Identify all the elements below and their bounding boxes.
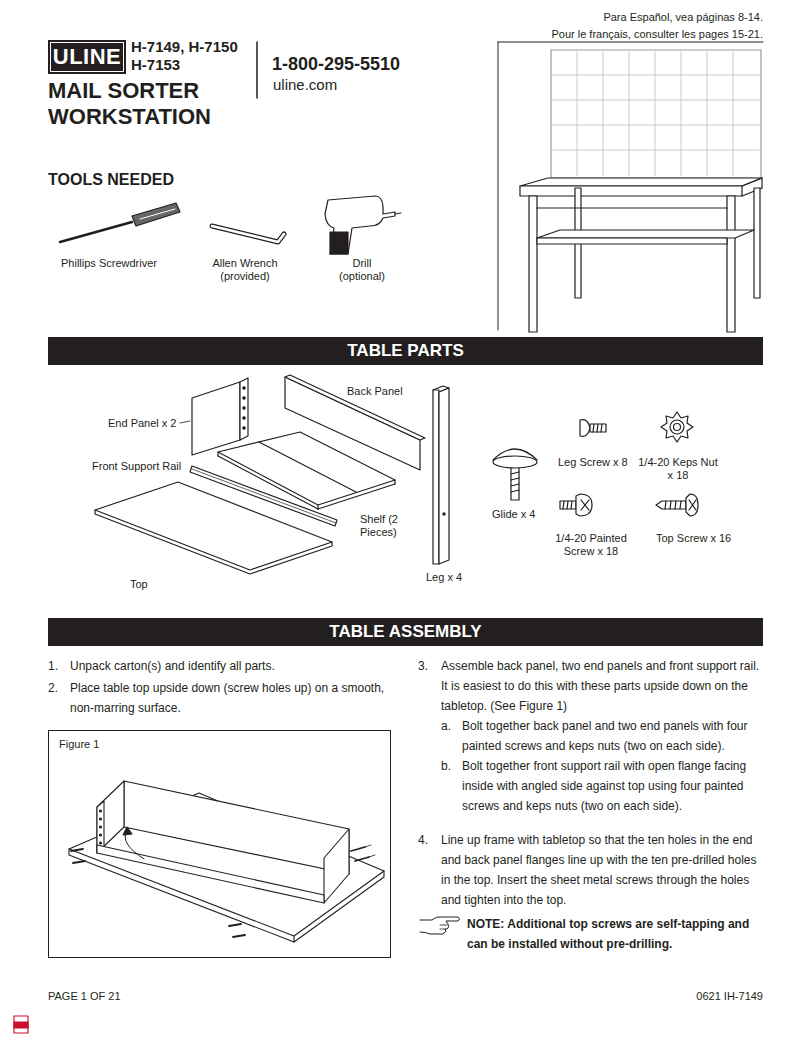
part-label: Top Screw x 16 — [656, 532, 746, 545]
end-panel-part — [180, 378, 248, 455]
part-label: Back Panel — [347, 385, 427, 398]
step-text: Place table top upside down (screw holes… — [70, 678, 392, 718]
tool-label: Phillips Screwdriver — [49, 257, 169, 270]
part-label: Glide x 4 — [492, 508, 552, 521]
part-label: Shelf (2 Pieces) — [360, 513, 420, 539]
part-label: 1/4-20 Keps Nut x 18 — [635, 456, 721, 482]
note-hand-icon — [420, 917, 460, 935]
model-number: H-7153 — [131, 56, 256, 74]
part-label: Front Support Rail — [92, 460, 188, 473]
logo-box: ULINE — [48, 40, 126, 74]
step-text: Unpack carton(s) and identify all parts. — [70, 656, 390, 676]
top-part — [95, 482, 332, 574]
part-label: Top — [130, 578, 170, 591]
part-label: Leg Screw x 8 — [558, 456, 638, 469]
logo-text: ULINE — [53, 44, 122, 70]
figure-illustration — [49, 731, 390, 957]
allen-wrench-icon — [212, 226, 284, 242]
screwdriver-icon — [60, 203, 180, 242]
language-note: Pour le français, consulter les pages 15… — [403, 28, 763, 41]
section-heading: TABLE PARTS — [347, 341, 463, 361]
phone-number: 1-800-295-5510 — [272, 53, 472, 75]
step-number: 2. — [48, 678, 68, 698]
part-label: 1/4-20 Painted Screw x 18 — [545, 532, 637, 558]
figure-caption: Figure 1 — [59, 738, 99, 750]
note-text: NOTE: Additional top screws are self-tap… — [467, 914, 763, 954]
top-screw-part — [656, 494, 698, 516]
section-heading: TOOLS NEEDED — [48, 170, 248, 189]
section-heading: TABLE ASSEMBLY — [329, 622, 481, 642]
tool-label: Drill (optional) — [330, 257, 394, 283]
part-label: End Panel x 2 — [108, 417, 180, 430]
step-letter: b. — [441, 756, 461, 776]
page-number: PAGE 1 OF 21 — [48, 990, 248, 1003]
leg-screw-part — [580, 420, 606, 437]
step-number: 4. — [418, 830, 438, 850]
step-text: Bolt together front support rail with op… — [462, 756, 763, 816]
step-text: Line up frame with tabletop so that the … — [441, 830, 763, 910]
keps-nut-part — [661, 412, 693, 442]
sorter-illustration — [520, 50, 762, 332]
shelf-part — [218, 432, 395, 509]
section-band: TABLE PARTS — [48, 337, 763, 365]
drill-icon — [325, 196, 401, 254]
document-code: 0621 IH-7149 — [563, 990, 763, 1003]
step-text: Assemble back panel, two end panels and … — [441, 656, 763, 716]
tool-label: Allen Wrench (provided) — [203, 257, 287, 283]
pdf-icon — [14, 1016, 28, 1033]
painted-screw-part — [560, 494, 592, 516]
step-number: 1. — [48, 656, 68, 676]
language-note: Para Español, vea páginas 8-14. — [463, 11, 763, 24]
section-band: TABLE ASSEMBLY — [48, 618, 763, 646]
glide-part — [493, 449, 537, 500]
part-label: Leg x 4 — [426, 571, 486, 584]
website: uline.com — [273, 76, 473, 94]
model-number: H-7149, H-7150 — [131, 38, 256, 56]
step-text: Bolt together back panel and two end pan… — [462, 716, 763, 756]
page-title: MAIL SORTER WORKSTATION — [48, 78, 226, 130]
figure-frame: Figure 1 — [48, 730, 391, 958]
step-letter: a. — [441, 716, 461, 736]
leg-part — [433, 386, 449, 564]
step-number: 3. — [418, 656, 438, 676]
